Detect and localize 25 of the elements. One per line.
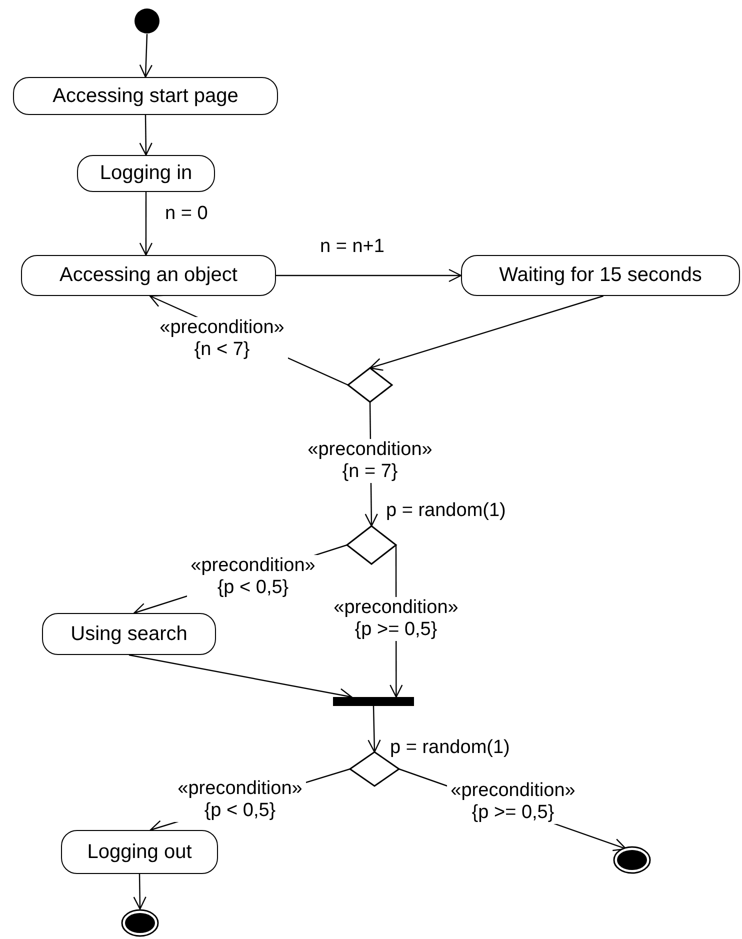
arrow	[368, 706, 381, 753]
action-box	[21, 255, 276, 296]
arrow	[133, 874, 146, 910]
action-label: Using search	[70, 622, 188, 646]
arrow	[139, 115, 152, 156]
action-label: Accessing start page	[52, 84, 238, 108]
edge-label: n = 0	[165, 203, 208, 225]
action-box	[42, 613, 216, 655]
action-box	[461, 255, 740, 296]
edge-label: n = n+1	[320, 236, 384, 258]
node-note: p = random(1)	[386, 500, 506, 522]
arrow	[139, 34, 153, 78]
arrow	[276, 268, 462, 282]
arrow	[369, 295, 604, 371]
action-box	[13, 77, 278, 115]
action-box	[61, 830, 218, 874]
node-note: p = random(1)	[390, 737, 510, 759]
edge-label: «precondition» {p < 0,5}	[187, 555, 319, 599]
action-label: Accessing an object	[60, 264, 238, 287]
action-label: Logging out	[87, 840, 192, 864]
edge-label: «precondition» {p < 0,5}	[174, 778, 306, 822]
arrow	[139, 192, 153, 256]
action-label: Logging in	[100, 162, 192, 185]
action-label: Waiting for 15 seconds	[499, 264, 702, 287]
action-box	[77, 155, 215, 192]
